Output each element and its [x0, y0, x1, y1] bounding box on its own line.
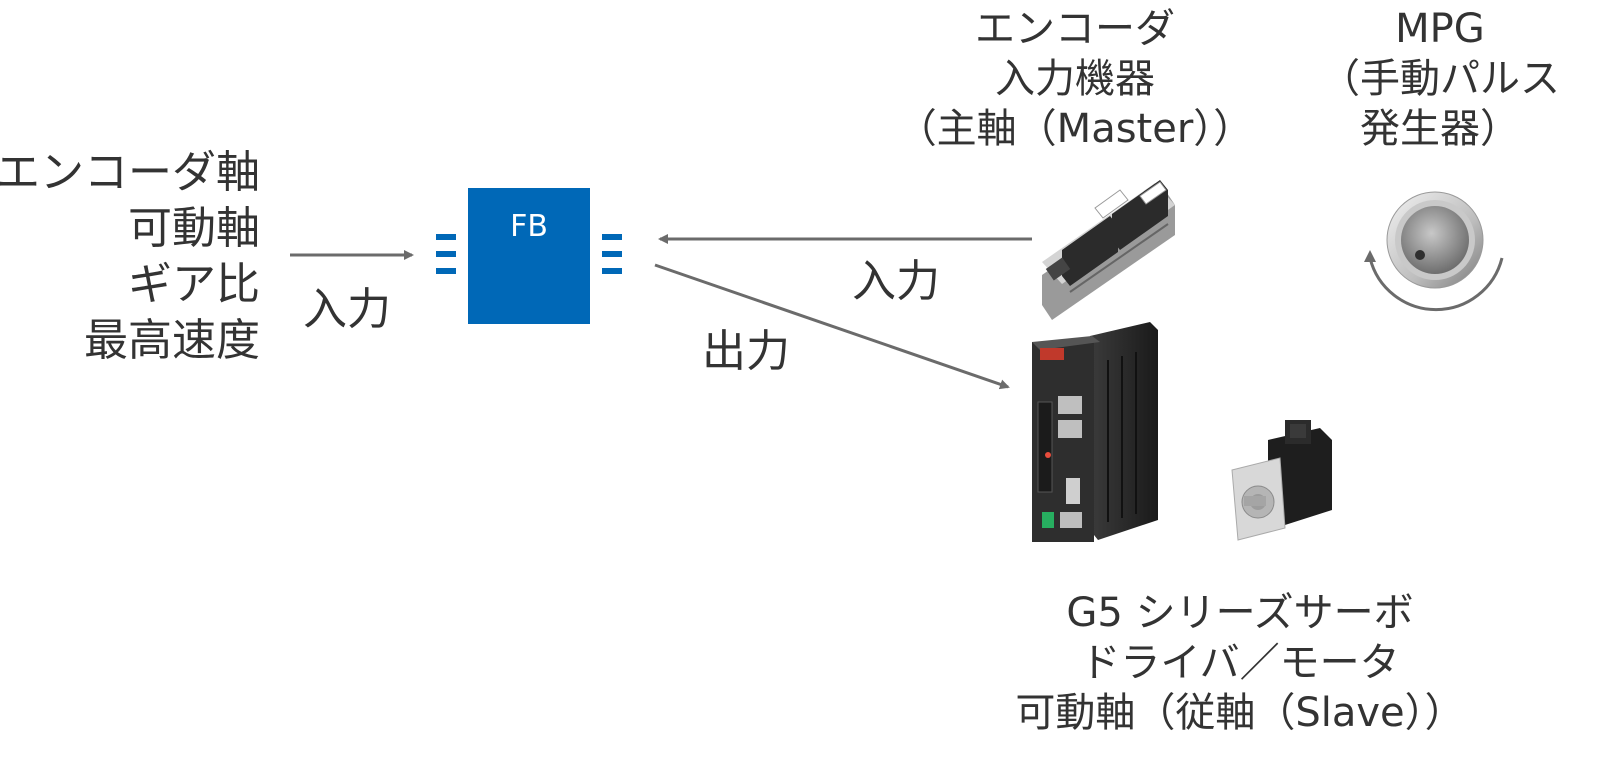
fb-left-pins [436, 234, 456, 274]
output-arrow-label: 出力 [702, 326, 790, 377]
mpg-knob-image [1364, 191, 1504, 312]
left-params-label: エンコーダ軸 可動軸 ギア比 最高速度 [0, 145, 260, 369]
servo-label: G5 シリーズサーボ ドライバ／モータ 可動軸（従軸（Slave）） [1000, 588, 1480, 738]
servo-line-3: 可動軸（従軸（Slave）） [1015, 690, 1465, 736]
param-movable-axis: 可動軸 [128, 203, 260, 254]
encoder-input-device-image [1042, 180, 1175, 320]
param-gear-ratio: ギア比 [128, 259, 260, 310]
fb-block-label: FB [510, 209, 548, 244]
fb-right-pins [602, 234, 622, 274]
mpg-line-1: MPG [1395, 6, 1485, 52]
servo-line-2: ドライバ／モータ [1080, 640, 1400, 686]
output-arrow [654, 263, 1010, 390]
mpg-line-2: （手動パルス [1320, 56, 1560, 102]
left-arrow-label: 入力 [303, 284, 391, 335]
mpg-line-3: 発生器） [1360, 106, 1520, 152]
mpg-label: MPG （手動パルス 発生器） [1310, 4, 1570, 154]
encoder-device-label: エンコーダ 入力機器 （主軸（Master）） [885, 4, 1265, 154]
servo-driver-image [1032, 322, 1158, 542]
servo-motor-image [1231, 420, 1332, 541]
input-arrow-label: 入力 [852, 256, 940, 307]
fb-block: FB [436, 188, 622, 324]
param-encoder-axis: エンコーダ軸 [0, 147, 260, 198]
encoder-device-line-1: エンコーダ [975, 6, 1175, 52]
fb-box [468, 188, 590, 324]
encoder-device-line-3: （主軸（Master）） [896, 106, 1254, 152]
param-max-speed: 最高速度 [84, 315, 260, 366]
servo-line-1: G5 シリーズサーボ [1066, 590, 1414, 636]
encoder-device-line-2: 入力機器 [995, 56, 1155, 102]
